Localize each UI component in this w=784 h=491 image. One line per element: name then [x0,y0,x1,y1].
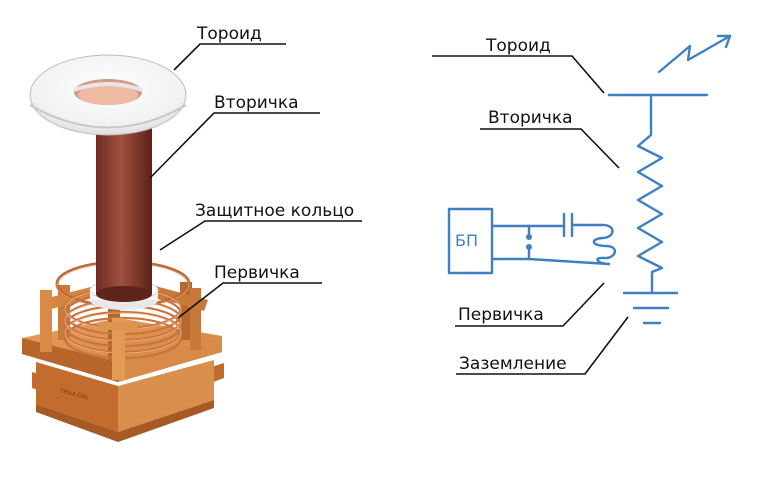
power-supply-label: БП [455,231,479,250]
left-leader-lines [149,43,362,319]
label-toroid-left: Тороид [197,24,262,44]
label-ground: Заземление [459,354,567,374]
label-secondary-right: Вторичка [488,108,573,128]
schematic [447,34,732,325]
label-toroid-right: Тороид [486,36,551,56]
right-leader-lines [432,55,629,375]
label-primary-right: Первичка [458,305,544,325]
label-secondary-left: Вторичка [214,93,299,113]
toroid [29,54,187,136]
secondary-coil [96,118,152,302]
label-guard-ring: Защитное кольцо [195,201,355,221]
label-primary-left: Первичка [214,263,300,283]
